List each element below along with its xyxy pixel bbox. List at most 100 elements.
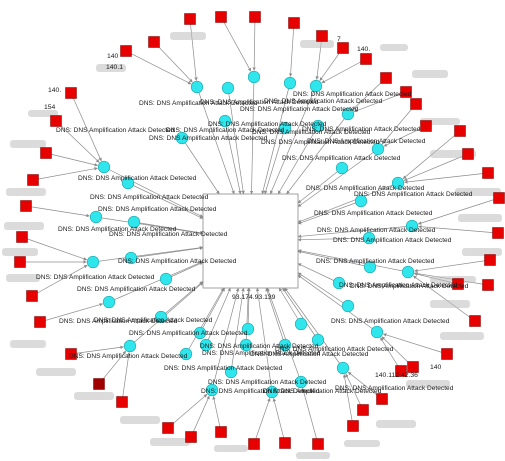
alert-label: DNS: DNS Amplification Attack Detected bbox=[275, 346, 394, 353]
source-host-node[interactable] bbox=[148, 36, 160, 48]
source-host-node[interactable] bbox=[493, 192, 505, 204]
alert-node[interactable] bbox=[154, 310, 168, 324]
source-host-node[interactable] bbox=[492, 227, 504, 239]
source-host-node[interactable] bbox=[462, 148, 474, 160]
source-host-node[interactable] bbox=[65, 348, 77, 360]
alert-node[interactable] bbox=[239, 338, 253, 352]
source-host-node[interactable] bbox=[357, 404, 369, 416]
alert-node[interactable] bbox=[371, 142, 385, 156]
source-edge bbox=[253, 397, 271, 445]
alert-node[interactable] bbox=[391, 176, 405, 190]
alert-node[interactable] bbox=[278, 121, 292, 135]
alert-node[interactable] bbox=[335, 161, 349, 175]
alert-node[interactable] bbox=[127, 215, 141, 229]
source-host-node[interactable] bbox=[27, 174, 39, 186]
alert-node[interactable] bbox=[363, 260, 377, 274]
source-host-node[interactable] bbox=[400, 86, 412, 98]
alert-node[interactable] bbox=[224, 365, 238, 379]
alert-node[interactable] bbox=[179, 347, 193, 361]
alert-node[interactable] bbox=[89, 210, 103, 224]
alert-edge bbox=[278, 287, 302, 325]
alert-node[interactable] bbox=[159, 272, 173, 286]
source-host-node[interactable] bbox=[116, 396, 128, 408]
alert-node[interactable] bbox=[311, 333, 325, 347]
source-host-node[interactable] bbox=[93, 378, 105, 390]
alert-node[interactable] bbox=[86, 255, 100, 269]
source-host-node[interactable] bbox=[360, 53, 372, 65]
alert-node[interactable] bbox=[294, 375, 308, 389]
source-host-node[interactable] bbox=[215, 426, 227, 438]
alert-node[interactable] bbox=[221, 81, 235, 95]
source-host-node[interactable] bbox=[482, 167, 494, 179]
source-host-node[interactable] bbox=[279, 437, 291, 449]
source-host-node[interactable] bbox=[312, 438, 324, 450]
source-host-node[interactable] bbox=[40, 147, 52, 159]
alert-label: DNS: DNS Amplification Attack Detected bbox=[307, 138, 426, 145]
source-host-node[interactable] bbox=[469, 315, 481, 327]
source-host-node[interactable] bbox=[407, 361, 419, 373]
alert-node[interactable] bbox=[362, 231, 376, 245]
source-host-node[interactable] bbox=[50, 115, 62, 127]
source-host-node[interactable] bbox=[16, 231, 28, 243]
source-host-node[interactable] bbox=[120, 45, 132, 57]
source-host-node[interactable] bbox=[184, 13, 196, 25]
alert-node[interactable] bbox=[370, 325, 384, 339]
alert-node[interactable] bbox=[218, 114, 232, 128]
redacted-ip-label bbox=[150, 438, 190, 446]
source-host-node[interactable] bbox=[420, 120, 432, 132]
source-host-node[interactable] bbox=[441, 348, 453, 360]
source-host-node[interactable] bbox=[376, 393, 388, 405]
alert-node[interactable] bbox=[332, 276, 346, 290]
alert-node[interactable] bbox=[123, 339, 137, 353]
source-host-node[interactable] bbox=[454, 125, 466, 137]
source-host-node[interactable] bbox=[34, 316, 46, 328]
source-host-node[interactable] bbox=[26, 290, 38, 302]
source-host-node[interactable] bbox=[185, 431, 197, 443]
alert-label: DNS: DNS Amplification Attack Detected bbox=[36, 274, 155, 281]
target-host-node[interactable] bbox=[202, 193, 299, 289]
source-host-node[interactable] bbox=[249, 11, 261, 23]
redacted-ip-label bbox=[74, 392, 114, 400]
source-host-node[interactable] bbox=[316, 30, 328, 42]
alert-node[interactable] bbox=[205, 383, 219, 397]
alert-edge bbox=[92, 246, 204, 263]
source-host-node[interactable] bbox=[288, 17, 300, 29]
source-host-node[interactable] bbox=[482, 279, 494, 291]
alert-node[interactable] bbox=[401, 265, 415, 279]
source-host-node[interactable] bbox=[215, 11, 227, 23]
source-host-node[interactable] bbox=[20, 200, 32, 212]
alert-node[interactable] bbox=[294, 317, 308, 331]
source-host-node[interactable] bbox=[162, 422, 174, 434]
alert-label: DNS: DNS Amplification Attack Detected bbox=[164, 365, 283, 372]
source-host-node[interactable] bbox=[380, 72, 392, 84]
alert-node[interactable] bbox=[121, 176, 135, 190]
alert-node[interactable] bbox=[102, 295, 116, 309]
alert-node[interactable] bbox=[199, 338, 213, 352]
alert-node[interactable] bbox=[124, 251, 138, 265]
source-host-node[interactable] bbox=[337, 42, 349, 54]
alert-node[interactable] bbox=[265, 385, 279, 399]
alert-node[interactable] bbox=[193, 326, 207, 340]
alert-node[interactable] bbox=[175, 131, 189, 145]
alert-node[interactable] bbox=[97, 160, 111, 174]
source-host-node[interactable] bbox=[395, 365, 407, 377]
source-host-node[interactable] bbox=[248, 438, 260, 450]
alert-node[interactable] bbox=[278, 338, 292, 352]
alert-node[interactable] bbox=[336, 361, 350, 375]
alert-node[interactable] bbox=[241, 322, 255, 336]
alert-node[interactable] bbox=[190, 80, 204, 94]
alert-node[interactable] bbox=[247, 70, 261, 84]
alert-node[interactable] bbox=[341, 299, 355, 313]
source-host-node[interactable] bbox=[452, 278, 464, 290]
source-host-node[interactable] bbox=[410, 98, 422, 110]
alert-node[interactable] bbox=[354, 194, 368, 208]
source-host-node[interactable] bbox=[347, 420, 359, 432]
alert-node[interactable] bbox=[283, 76, 297, 90]
source-host-node[interactable] bbox=[14, 256, 26, 268]
alert-node[interactable] bbox=[405, 219, 419, 233]
source-host-node[interactable] bbox=[65, 87, 77, 99]
alert-node[interactable] bbox=[341, 107, 355, 121]
alert-node[interactable] bbox=[311, 119, 325, 133]
source-host-node[interactable] bbox=[484, 254, 496, 266]
alert-node[interactable] bbox=[309, 79, 323, 93]
